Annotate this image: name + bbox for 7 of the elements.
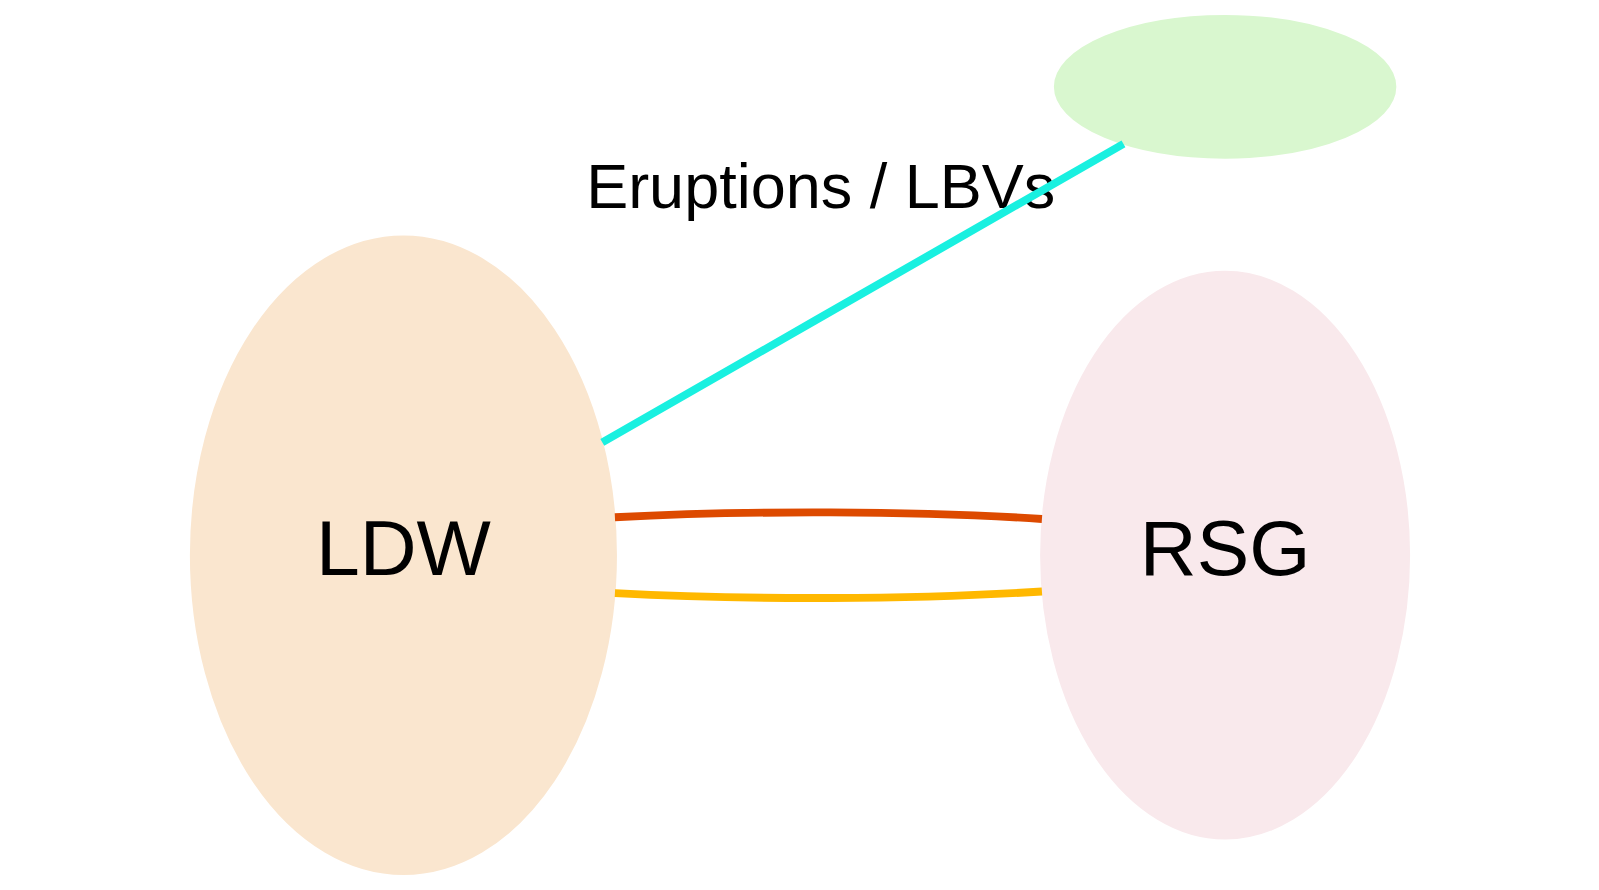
- node-ellipse: RSG: [1039, 270, 1410, 840]
- connector: [614, 508, 1042, 523]
- node-label: Eruptions / LBVs: [585, 151, 1055, 222]
- connector: [614, 587, 1042, 602]
- connector: [599, 140, 1125, 446]
- node-ellipse: [1053, 14, 1396, 159]
- node-ellipse: LDW: [189, 235, 617, 876]
